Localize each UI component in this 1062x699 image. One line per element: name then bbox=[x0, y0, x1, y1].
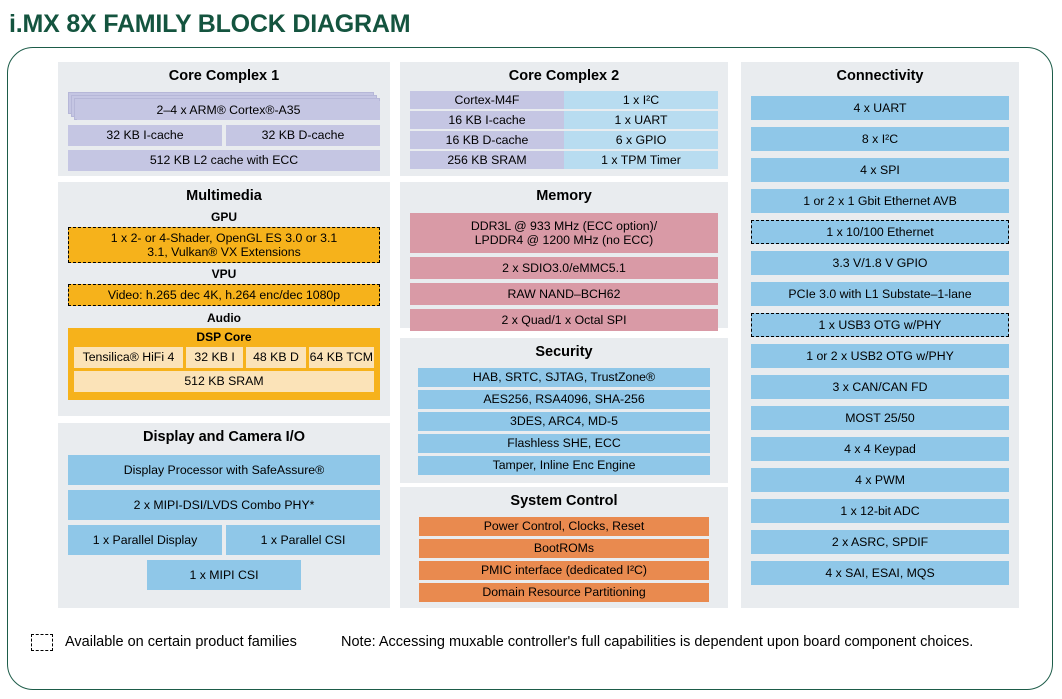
panel-security: Security HAB, SRTC, SJTAG, TrustZone® AE… bbox=[400, 338, 728, 483]
memory-item-0-line-2: LPDDR4 @ 1200 MHz (no ECC) bbox=[474, 233, 654, 247]
panel-title-connectivity: Connectivity bbox=[836, 68, 924, 84]
icache-block[interactable]: 32 KB I-cache bbox=[68, 125, 222, 146]
memory-item-1[interactable]: 2 x SDIO3.0/eMMC5.1 bbox=[410, 257, 718, 279]
security-item-2[interactable]: 3DES, ARC4, MD-5 bbox=[418, 412, 710, 431]
legend-label: Available on certain product families bbox=[65, 634, 297, 650]
connectivity-item-6[interactable]: PCIe 3.0 with L1 Substate–1-lane bbox=[751, 282, 1009, 306]
cc2-right-item-2[interactable]: 6 x GPIO bbox=[564, 131, 718, 149]
cpu-block[interactable]: 2–4 x ARM® Cortex®-A35 bbox=[77, 101, 380, 120]
panel-title-display-camera: Display and Camera I/O bbox=[143, 429, 305, 445]
cc2-left-column: Cortex-M4F 16 KB I-cache 16 KB D-cache 2… bbox=[410, 91, 564, 169]
dsp-core-wrap: DSP Core Tensilica® HiFi 4 32 KB I 48 KB… bbox=[68, 328, 380, 400]
panel-memory: Memory DDR3L @ 933 MHz (ECC option)/ LPD… bbox=[400, 182, 728, 331]
panel-system-control: System Control Power Control, Clocks, Re… bbox=[400, 487, 728, 608]
cc2-right-item-1[interactable]: 1 x UART bbox=[564, 111, 718, 129]
cpu-stack: 2–4 x ARM® Cortex®-A35 bbox=[68, 92, 380, 120]
cc2-left-item-2[interactable]: 16 KB D-cache bbox=[410, 131, 564, 149]
footer-note: Note: Accessing muxable controller's ful… bbox=[341, 634, 974, 650]
connectivity-item-15[interactable]: 4 x SAI, ESAI, MQS bbox=[751, 561, 1009, 585]
audio-label: Audio bbox=[207, 311, 241, 325]
dsp-row: Tensilica® HiFi 4 32 KB I 48 KB D 64 KB … bbox=[74, 347, 374, 368]
dsp-cell-32kb-i[interactable]: 32 KB I bbox=[185, 347, 244, 368]
panel-multimedia: Multimedia GPU 1 x 2- or 4-Shader, OpenG… bbox=[58, 182, 390, 416]
gpu-line-1: 1 x 2- or 4-Shader, OpenGL ES 3.0 or 3.1 bbox=[110, 231, 338, 245]
display-processor-block[interactable]: Display Processor with SafeAssure® bbox=[68, 455, 380, 485]
panel-title-multimedia: Multimedia bbox=[186, 188, 262, 204]
connectivity-item-10[interactable]: MOST 25/50 bbox=[751, 406, 1009, 430]
diagram-frame bbox=[7, 47, 1053, 690]
panel-core-complex-1: Core Complex 1 2–4 x ARM® Cortex®-A35 32… bbox=[58, 62, 390, 176]
connectivity-item-12[interactable]: 4 x PWM bbox=[751, 468, 1009, 492]
dsp-cell-tensilica[interactable]: Tensilica® HiFi 4 bbox=[74, 347, 183, 368]
l2-cache-block[interactable]: 512 KB L2 cache with ECC bbox=[68, 150, 380, 171]
cc2-left-item-1[interactable]: 16 KB I-cache bbox=[410, 111, 564, 129]
dsp-sram-block[interactable]: 512 KB SRAM bbox=[74, 371, 374, 392]
system-control-item-1[interactable]: BootROMs bbox=[419, 539, 709, 558]
panel-title-memory: Memory bbox=[536, 188, 592, 204]
cc2-right-item-3[interactable]: 1 x TPM Timer bbox=[564, 151, 718, 169]
connectivity-item-9[interactable]: 3 x CAN/CAN FD bbox=[751, 375, 1009, 399]
dsp-core-title: DSP Core bbox=[196, 330, 252, 344]
gpu-block[interactable]: 1 x 2- or 4-Shader, OpenGL ES 3.0 or 3.1… bbox=[68, 227, 380, 263]
system-control-item-2[interactable]: PMIC interface (dedicated I²C) bbox=[419, 561, 709, 580]
cc2-right-item-0[interactable]: 1 x I²C bbox=[564, 91, 718, 109]
memory-item-3[interactable]: 2 x Quad/1 x Octal SPI bbox=[410, 309, 718, 331]
memory-item-0-line-1: DDR3L @ 933 MHz (ECC option)/ bbox=[470, 219, 658, 233]
connectivity-list: 4 x UART 8 x I²C 4 x SPI 1 or 2 x 1 Gbit Et… bbox=[741, 96, 1019, 585]
security-item-4[interactable]: Tamper, Inline Enc Engine bbox=[418, 456, 710, 475]
connectivity-item-5[interactable]: 3.3 V/1.8 V GPIO bbox=[751, 251, 1009, 275]
connectivity-item-13[interactable]: 1 x 12-bit ADC bbox=[751, 499, 1009, 523]
cc2-left-item-0[interactable]: Cortex-M4F bbox=[410, 91, 564, 109]
cc2-columns: Cortex-M4F 16 KB I-cache 16 KB D-cache 2… bbox=[410, 91, 718, 169]
vpu-label: VPU bbox=[211, 267, 237, 281]
panel-title-core-complex-2: Core Complex 2 bbox=[508, 68, 620, 84]
legend: Available on certain product families bbox=[31, 633, 297, 651]
security-item-3[interactable]: Flashless SHE, ECC bbox=[418, 434, 710, 453]
page-title: i.MX 8X FAMILY BLOCK DIAGRAM bbox=[9, 10, 411, 38]
cache-row: 32 KB I-cache 32 KB D-cache bbox=[68, 125, 380, 146]
security-item-1[interactable]: AES256, RSA4096, SHA-256 bbox=[418, 390, 710, 409]
connectivity-item-8[interactable]: 1 or 2 x USB2 OTG w/PHY bbox=[751, 344, 1009, 368]
panel-title-system-control: System Control bbox=[510, 493, 618, 509]
connectivity-item-14[interactable]: 2 x ASRC, SPDIF bbox=[751, 530, 1009, 554]
parallel-csi-block[interactable]: 1 x Parallel CSI bbox=[226, 525, 380, 555]
gpu-line-2: 3.1, Vulkan® VX Extensions bbox=[147, 245, 301, 259]
parallel-row: 1 x Parallel Display 1 x Parallel CSI bbox=[68, 525, 380, 555]
memory-item-2[interactable]: RAW NAND–BCH62 bbox=[410, 283, 718, 305]
vpu-block[interactable]: Video: h.265 dec 4K, h.264 enc/dec 1080p bbox=[68, 284, 380, 306]
panel-core-complex-2: Core Complex 2 Cortex-M4F 16 KB I-cache … bbox=[400, 62, 728, 176]
connectivity-item-2[interactable]: 4 x SPI bbox=[751, 158, 1009, 182]
memory-item-0[interactable]: DDR3L @ 933 MHz (ECC option)/ LPDDR4 @ 1… bbox=[410, 213, 718, 253]
dsp-cell-48kb-d[interactable]: 48 KB D bbox=[246, 347, 306, 368]
cc2-right-column: 1 x I²C 1 x UART 6 x GPIO 1 x TPM Timer bbox=[564, 91, 718, 169]
panel-display-camera: Display and Camera I/O Display Processor… bbox=[58, 423, 390, 608]
connectivity-item-7[interactable]: 1 x USB3 OTG w/PHY bbox=[751, 313, 1009, 337]
panel-title-security: Security bbox=[535, 344, 593, 360]
connectivity-item-4[interactable]: 1 x 10/100 Ethernet bbox=[751, 220, 1009, 244]
cc2-left-item-3[interactable]: 256 KB SRAM bbox=[410, 151, 564, 169]
parallel-display-block[interactable]: 1 x Parallel Display bbox=[68, 525, 222, 555]
panel-connectivity: Connectivity 4 x UART 8 x I²C 4 x SPI 1 or … bbox=[741, 62, 1019, 608]
system-control-item-0[interactable]: Power Control, Clocks, Reset bbox=[419, 517, 709, 536]
gpu-label: GPU bbox=[210, 210, 237, 224]
mipi-csi-block[interactable]: 1 x MIPI CSI bbox=[147, 560, 301, 590]
dashed-box-icon bbox=[31, 633, 53, 651]
panel-title-core-complex-1: Core Complex 1 bbox=[168, 68, 280, 84]
security-item-0[interactable]: HAB, SRTC, SJTAG, TrustZone® bbox=[418, 368, 710, 387]
dsp-cell-64kb-tcm[interactable]: 64 KB TCM bbox=[308, 347, 374, 368]
dcache-block[interactable]: 32 KB D-cache bbox=[226, 125, 380, 146]
mipi-dsi-lvds-block[interactable]: 2 x MIPI-DSI/LVDS Combo PHY* bbox=[68, 490, 380, 520]
mipi-csi-row: 1 x MIPI CSI bbox=[68, 560, 380, 590]
connectivity-item-3[interactable]: 1 or 2 x 1 Gbit Ethernet AVB bbox=[751, 189, 1009, 213]
connectivity-item-11[interactable]: 4 x 4 Keypad bbox=[751, 437, 1009, 461]
system-control-item-3[interactable]: Domain Resource Partitioning bbox=[419, 583, 709, 602]
connectivity-item-0[interactable]: 4 x UART bbox=[751, 96, 1009, 120]
connectivity-item-1[interactable]: 8 x I²C bbox=[751, 127, 1009, 151]
